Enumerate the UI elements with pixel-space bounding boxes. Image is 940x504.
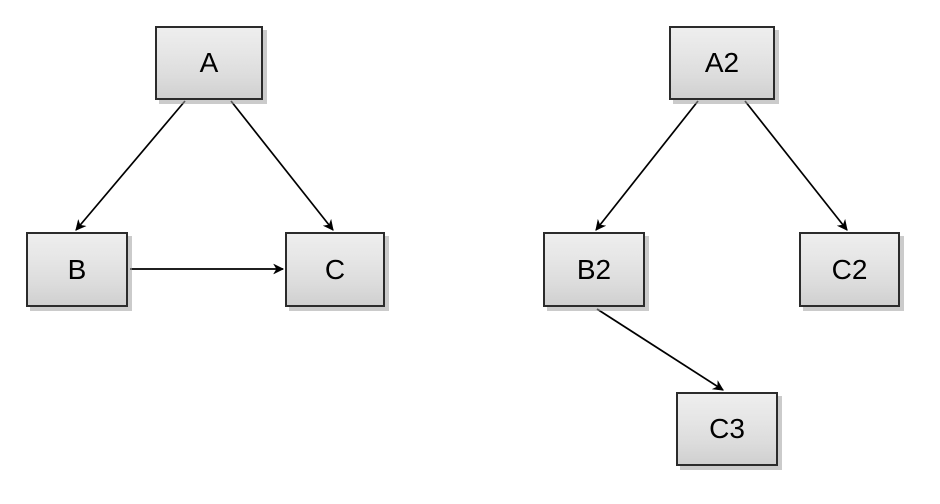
edge-b2-to-c3 <box>596 308 723 391</box>
node-b[interactable]: B <box>26 232 128 307</box>
node-c2[interactable]: C2 <box>799 232 900 307</box>
edge-group <box>76 100 847 391</box>
node-label: B2 <box>576 253 612 285</box>
node-label: A <box>199 47 219 78</box>
node-label: C3 <box>709 413 745 444</box>
edge-a2-to-b2 <box>596 100 699 230</box>
node-b2[interactable]: B2 <box>543 232 645 307</box>
node-label: A2 <box>704 47 740 78</box>
node-label: B <box>67 253 87 285</box>
node-label: C <box>324 253 346 285</box>
node-a2[interactable]: A2 <box>669 26 775 100</box>
node-c[interactable]: C <box>285 232 385 307</box>
edge-a-to-b <box>76 100 186 230</box>
edge-a-to-c <box>230 100 333 230</box>
node-label: C2 <box>831 253 868 285</box>
node-c3[interactable]: C3 <box>676 392 778 466</box>
node-a[interactable]: A <box>155 26 263 100</box>
edge-a2-to-c2 <box>744 100 847 230</box>
